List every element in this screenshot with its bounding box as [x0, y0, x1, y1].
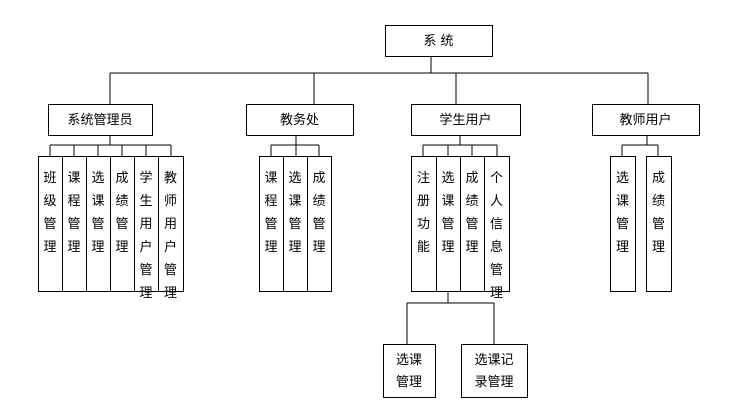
node-label: 个人信息管理: [490, 171, 503, 301]
node-label: 班级管理: [43, 171, 56, 255]
node-label: 选课管理: [91, 171, 104, 255]
node-student-c3: 成绩管理: [460, 156, 485, 292]
node-office: 教务处: [246, 104, 354, 136]
node-label: 选课管理: [288, 171, 301, 255]
node-box: [411, 156, 437, 292]
node-label: 选课管理: [441, 171, 454, 255]
node-label: 选课管理: [396, 353, 422, 390]
node-label: 课程管理: [264, 171, 277, 255]
node-box: [48, 104, 153, 136]
node-sub-c2: 选课记录管理: [461, 344, 528, 398]
node-label: 教师用户管理: [164, 170, 177, 301]
node-office-c3: 成绩管理: [307, 156, 332, 292]
node-teacher: 教师用户: [592, 104, 700, 136]
node-admin-c6: 教师用户管理: [158, 156, 184, 301]
node-label: 学生用户: [439, 112, 491, 128]
node-root: 系 统: [385, 25, 493, 57]
node-admin-c1: 班级管理: [38, 156, 63, 292]
node-teacher-c2: 成绩管理: [646, 156, 672, 292]
node-box: [246, 104, 354, 136]
node-admin-c4: 成绩管理: [110, 156, 135, 292]
nodes: 系 统系统管理员教务处学生用户教师用户班级管理课程管理选课管理成绩管理学生用户管…: [38, 25, 700, 398]
node-label: 系统管理员: [67, 113, 132, 128]
node-label: 系 统: [423, 34, 453, 49]
node-label: 成绩管理: [312, 171, 325, 255]
node-box: [158, 156, 184, 292]
node-student-c1: 注册功能: [411, 156, 437, 292]
node-box: [385, 25, 493, 57]
node-box: [610, 156, 636, 292]
node-label: 课程管理: [67, 171, 80, 255]
node-box: [307, 156, 332, 292]
node-box: [411, 104, 521, 136]
node-box: [436, 156, 461, 292]
node-office-c2: 选课管理: [283, 156, 308, 292]
node-box: [592, 104, 700, 136]
node-student: 学生用户: [411, 104, 521, 136]
node-sub-c1: 选课管理: [383, 344, 436, 398]
node-label: 成绩管理: [652, 171, 665, 255]
node-box: [259, 156, 284, 292]
node-box: [86, 156, 111, 292]
node-label: 选课记录管理: [474, 353, 513, 390]
node-box: [110, 156, 135, 292]
node-label: 学生用户管理: [139, 170, 152, 301]
node-admin: 系统管理员: [48, 104, 153, 136]
node-box: [646, 156, 672, 292]
node-admin-c2: 课程管理: [62, 156, 87, 292]
node-label: 注册功能: [417, 171, 430, 255]
node-teacher-c1: 选课管理: [610, 156, 636, 292]
node-student-c2: 选课管理: [436, 156, 461, 292]
node-box: [134, 156, 159, 292]
node-label: 成绩管理: [115, 171, 128, 255]
node-label: 成绩管理: [465, 171, 478, 255]
node-student-c4: 个人信息管理: [484, 156, 510, 301]
node-admin-c3: 选课管理: [86, 156, 111, 292]
node-box: [484, 156, 510, 292]
node-admin-c5: 学生用户管理: [134, 156, 159, 301]
node-label: 教务处: [280, 112, 319, 128]
node-box: [461, 344, 528, 398]
node-box: [62, 156, 87, 292]
node-box: [383, 344, 436, 398]
edges: [49, 56, 659, 344]
node-label: 教师用户: [619, 112, 671, 128]
node-label: 选课管理: [616, 171, 629, 255]
node-office-c1: 课程管理: [259, 156, 284, 292]
